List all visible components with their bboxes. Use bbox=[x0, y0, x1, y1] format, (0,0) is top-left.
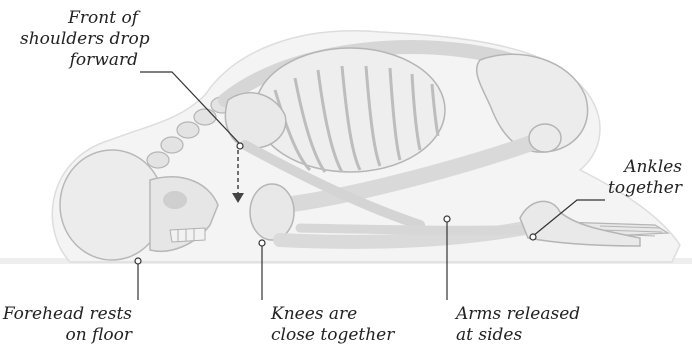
label-ankles: Ankles together bbox=[572, 157, 682, 199]
label-ankles-line2: together bbox=[572, 178, 682, 199]
label-arms: Arms released at sides bbox=[456, 304, 580, 346]
forearm bbox=[300, 228, 560, 230]
label-arms-line2: at sides bbox=[456, 325, 580, 346]
label-shoulders-line3: forward bbox=[20, 50, 138, 71]
rib-cage bbox=[255, 48, 445, 172]
label-ankles-line1: Ankles bbox=[572, 157, 682, 178]
label-arms-line1: Arms released bbox=[456, 304, 580, 325]
label-knees: Knees are close together bbox=[271, 304, 394, 346]
label-shoulders-line1: Front of bbox=[20, 8, 138, 29]
label-knees-line1: Knees are bbox=[271, 304, 394, 325]
label-forehead-line1: Forehead rests bbox=[0, 304, 132, 325]
label-shoulders-line2: shoulders drop bbox=[20, 29, 138, 50]
label-knees-line2: close together bbox=[271, 325, 394, 346]
label-shoulders: Front of shoulders drop forward bbox=[20, 8, 138, 71]
label-forehead-line2: on floor bbox=[0, 325, 132, 346]
label-forehead: Forehead rests on floor bbox=[0, 304, 132, 346]
knee bbox=[250, 184, 294, 240]
